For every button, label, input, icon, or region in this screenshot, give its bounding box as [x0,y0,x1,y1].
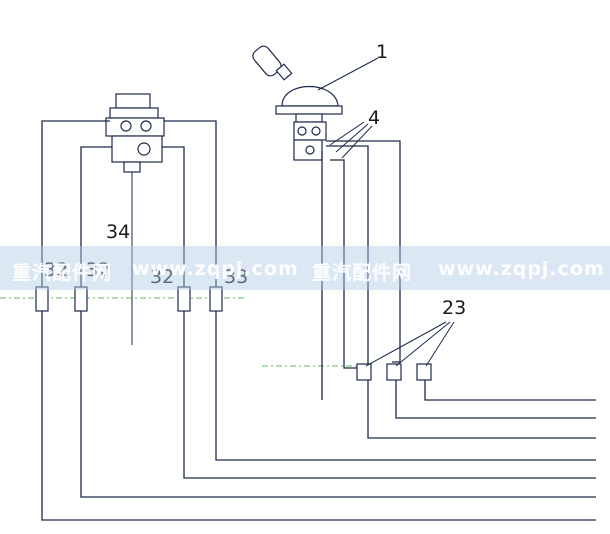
label-1: 1 [376,41,388,63]
label-33: 33 [224,266,248,288]
watermark-band [0,246,610,290]
label-4: 4 [368,107,380,129]
watermark-url: www.zqpj.com [132,258,299,280]
label-34: 34 [106,221,130,243]
leader-lines [317,57,455,367]
right-pipes [321,140,596,439]
sleeve-33 [209,286,223,312]
sleeve-32a [35,286,49,312]
pipe-sleeves [35,286,223,312]
label-23: 23 [442,297,466,319]
label-32b: 32 [86,259,110,281]
label-32c: 32 [150,266,174,288]
sleeve-32c [177,286,191,312]
hand-brake-valve-1 [252,45,343,161]
watermark-text: 重汽配件网 [312,262,413,284]
watermark-url: www.zqpj.com [438,258,605,280]
left-pipes [41,120,596,521]
fittings-23 [356,363,432,381]
sleeve-32b [74,286,88,312]
relay-valve-34 [105,93,165,345]
label-32a: 32 [44,259,68,281]
watermark-text: 重汽配件网 [12,262,113,284]
